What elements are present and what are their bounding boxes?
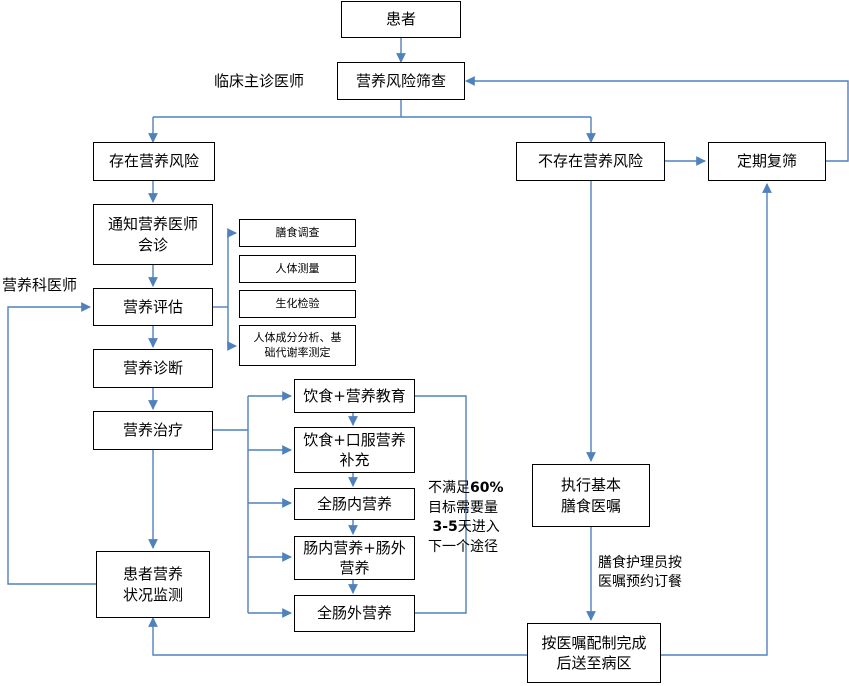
oral-supplement-node: 饮食+口服营养 补充 — [294, 427, 415, 473]
notify-doctor-node: 通知营养医师 会诊 — [93, 204, 213, 265]
nutrition-doctor-label: 营养科医师 — [2, 276, 78, 294]
periodic-rescreen-node: 定期复筛 — [708, 142, 826, 181]
anthropometry-node: 人体测量 — [239, 255, 356, 283]
enteral-parenteral-node: 肠内营养+肠外 营养 — [294, 536, 415, 580]
arrow-prepare-to-monitoring — [148, 617, 527, 656]
treatment-node: 营养治疗 — [93, 411, 213, 450]
arrow-prepare-to-rescreen — [661, 183, 772, 656]
diet-survey-node: 膳食调查 — [239, 219, 356, 247]
assessment-node: 营养评估 — [93, 288, 213, 326]
not-met-target-note: 不满足60% 目标需要量 3-5天进入 下一个途径 — [428, 480, 504, 555]
biochem-node: 生化检验 — [239, 290, 356, 318]
full-enteral-node: 全肠内营养 — [294, 488, 415, 520]
monitoring-node: 患者营养 状况监测 — [96, 551, 210, 618]
arrow-rescreen-to-screening — [465, 76, 849, 162]
basic-diet-node: 执行基本 膳食医嘱 — [532, 464, 650, 527]
screening-node: 营养风险筛查 — [337, 62, 465, 100]
has-risk-node: 存在营养风险 — [93, 142, 215, 181]
diagnosis-node: 营养诊断 — [93, 349, 213, 388]
diet-nurse-label: 膳食护理员按 医嘱预约订餐 — [598, 555, 682, 590]
clinical-doctor-label: 临床主诊医师 — [214, 72, 305, 90]
body-composition-node: 人体成分分析、基 础代谢率测定 — [239, 325, 356, 366]
patient-node: 患者 — [341, 1, 461, 38]
prepare-deliver-node: 按医嘱配制完成 后送至病区 — [527, 623, 661, 683]
arrow-monitoring-to-assessment — [7, 302, 96, 585]
no-risk-node: 不存在营养风险 — [516, 142, 665, 181]
diet-education-node: 饮食+营养教育 — [294, 379, 415, 413]
full-parenteral-node: 全肠外营养 — [294, 595, 415, 632]
